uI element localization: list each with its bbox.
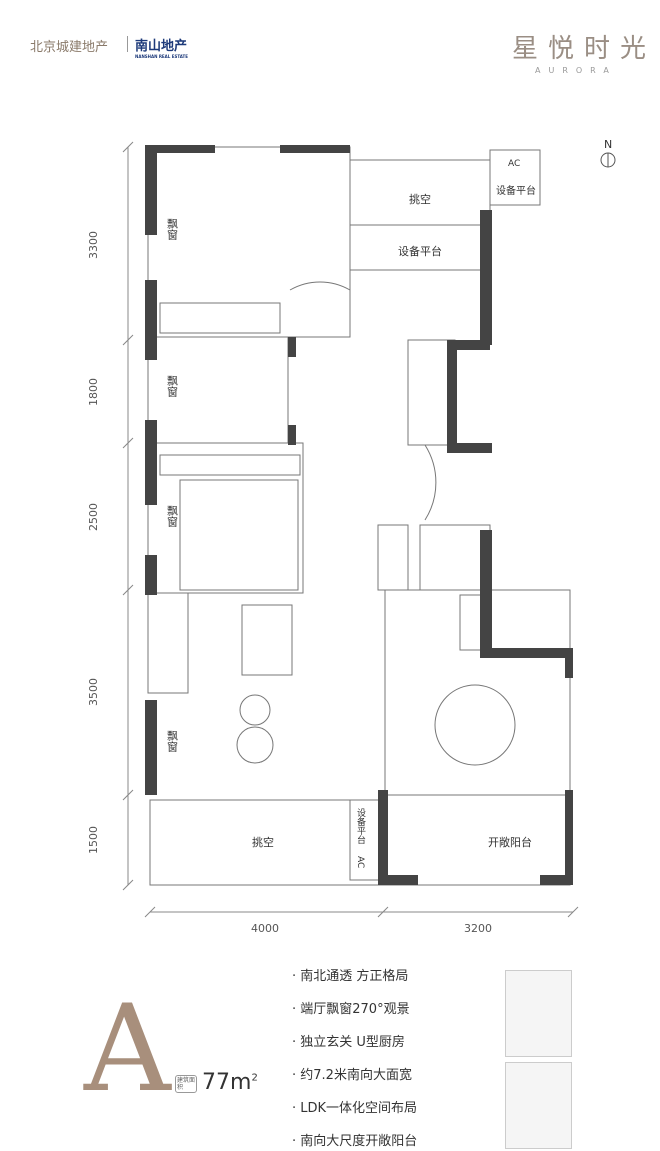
building-key-plan-upper (505, 970, 572, 1057)
bay-window-label-3: 飘窗 (166, 505, 179, 528)
compass: N (600, 138, 616, 168)
thin-walls (147, 146, 571, 886)
dim-3300: 3300 (87, 231, 100, 259)
equipment-platform-label-south: 设备平台 (355, 808, 366, 845)
equipment-platform-label-ne: 设备平台 (496, 184, 536, 197)
feature-3: · 独立玄关 U型厨房 (292, 1035, 405, 1050)
feature-5: · LDK一体化空间布局 (292, 1101, 418, 1116)
void-label-south: 挑空 (252, 835, 274, 849)
feature-1: · 南北通透 方正格局 (292, 969, 409, 984)
dimension-ticks (122, 141, 134, 891)
equipment-platform-label-north: 设备平台 (398, 244, 442, 258)
feature-text: 南北通透 方正格局 (300, 969, 409, 984)
nanshan-logo-en: NANSHAN REAL ESTATE (135, 54, 188, 59)
area-tag: 建筑面积 (175, 1075, 197, 1093)
unit-area-value: 77m (202, 1070, 252, 1095)
open-balcony-label: 开敞阳台 (488, 835, 532, 849)
project-subtitle: AURORA (535, 66, 617, 75)
feature-text: LDK一体化空间布局 (300, 1101, 418, 1116)
unit-area-sup: 2 (251, 1072, 258, 1084)
logo-divider (127, 36, 128, 52)
unit-type-letter: A (84, 980, 171, 1119)
feature-text: 南向大尺度开敞阳台 (300, 1134, 418, 1149)
feature-text: 独立玄关 U型厨房 (300, 1035, 405, 1050)
bay-window-label-2: 飘窗 (166, 375, 179, 398)
dim-2500: 2500 (87, 503, 100, 531)
bay-window-label-1: 飘窗 (166, 218, 179, 241)
project-title: 星悦时光 (512, 34, 657, 64)
dim-1800: 1800 (87, 378, 100, 406)
ac-label-south: AC (355, 856, 365, 868)
feature-4: · 约7.2米南向大面宽 (292, 1068, 412, 1083)
ac-label-north: AC (508, 159, 520, 169)
beijing-urban-construction-logo: 北京城建地产 (30, 40, 109, 55)
bay-window-label-4: 飘窗 (166, 730, 179, 753)
feature-text: 约7.2米南向大面宽 (300, 1068, 412, 1083)
unit-area: 77m2 (202, 1070, 258, 1095)
dim-3500: 3500 (87, 678, 100, 706)
thick-walls (145, 145, 573, 885)
nanshan-logo-text: 南山地产 (135, 39, 188, 54)
room-labels: 飘窗 飘窗 飘窗 飘窗 挑空 设备平台 挑空 开敞阳台 设备平台 AC 设备平台… (166, 159, 537, 868)
feature-6: · 南向大尺度开敞阳台 (292, 1134, 418, 1149)
void-label-north: 挑空 (409, 192, 431, 206)
feature-text: 端厅飘窗270°观景 (300, 1002, 410, 1017)
dim-4000: 4000 (251, 922, 279, 935)
feature-2: · 端厅飘窗270°观景 (292, 1002, 410, 1017)
compass-north-label: N (604, 138, 612, 151)
dimension-lines (122, 141, 579, 918)
dim-3200: 3200 (464, 922, 492, 935)
building-key-plan-lower (505, 1062, 572, 1149)
dim-1500: 1500 (87, 826, 100, 854)
